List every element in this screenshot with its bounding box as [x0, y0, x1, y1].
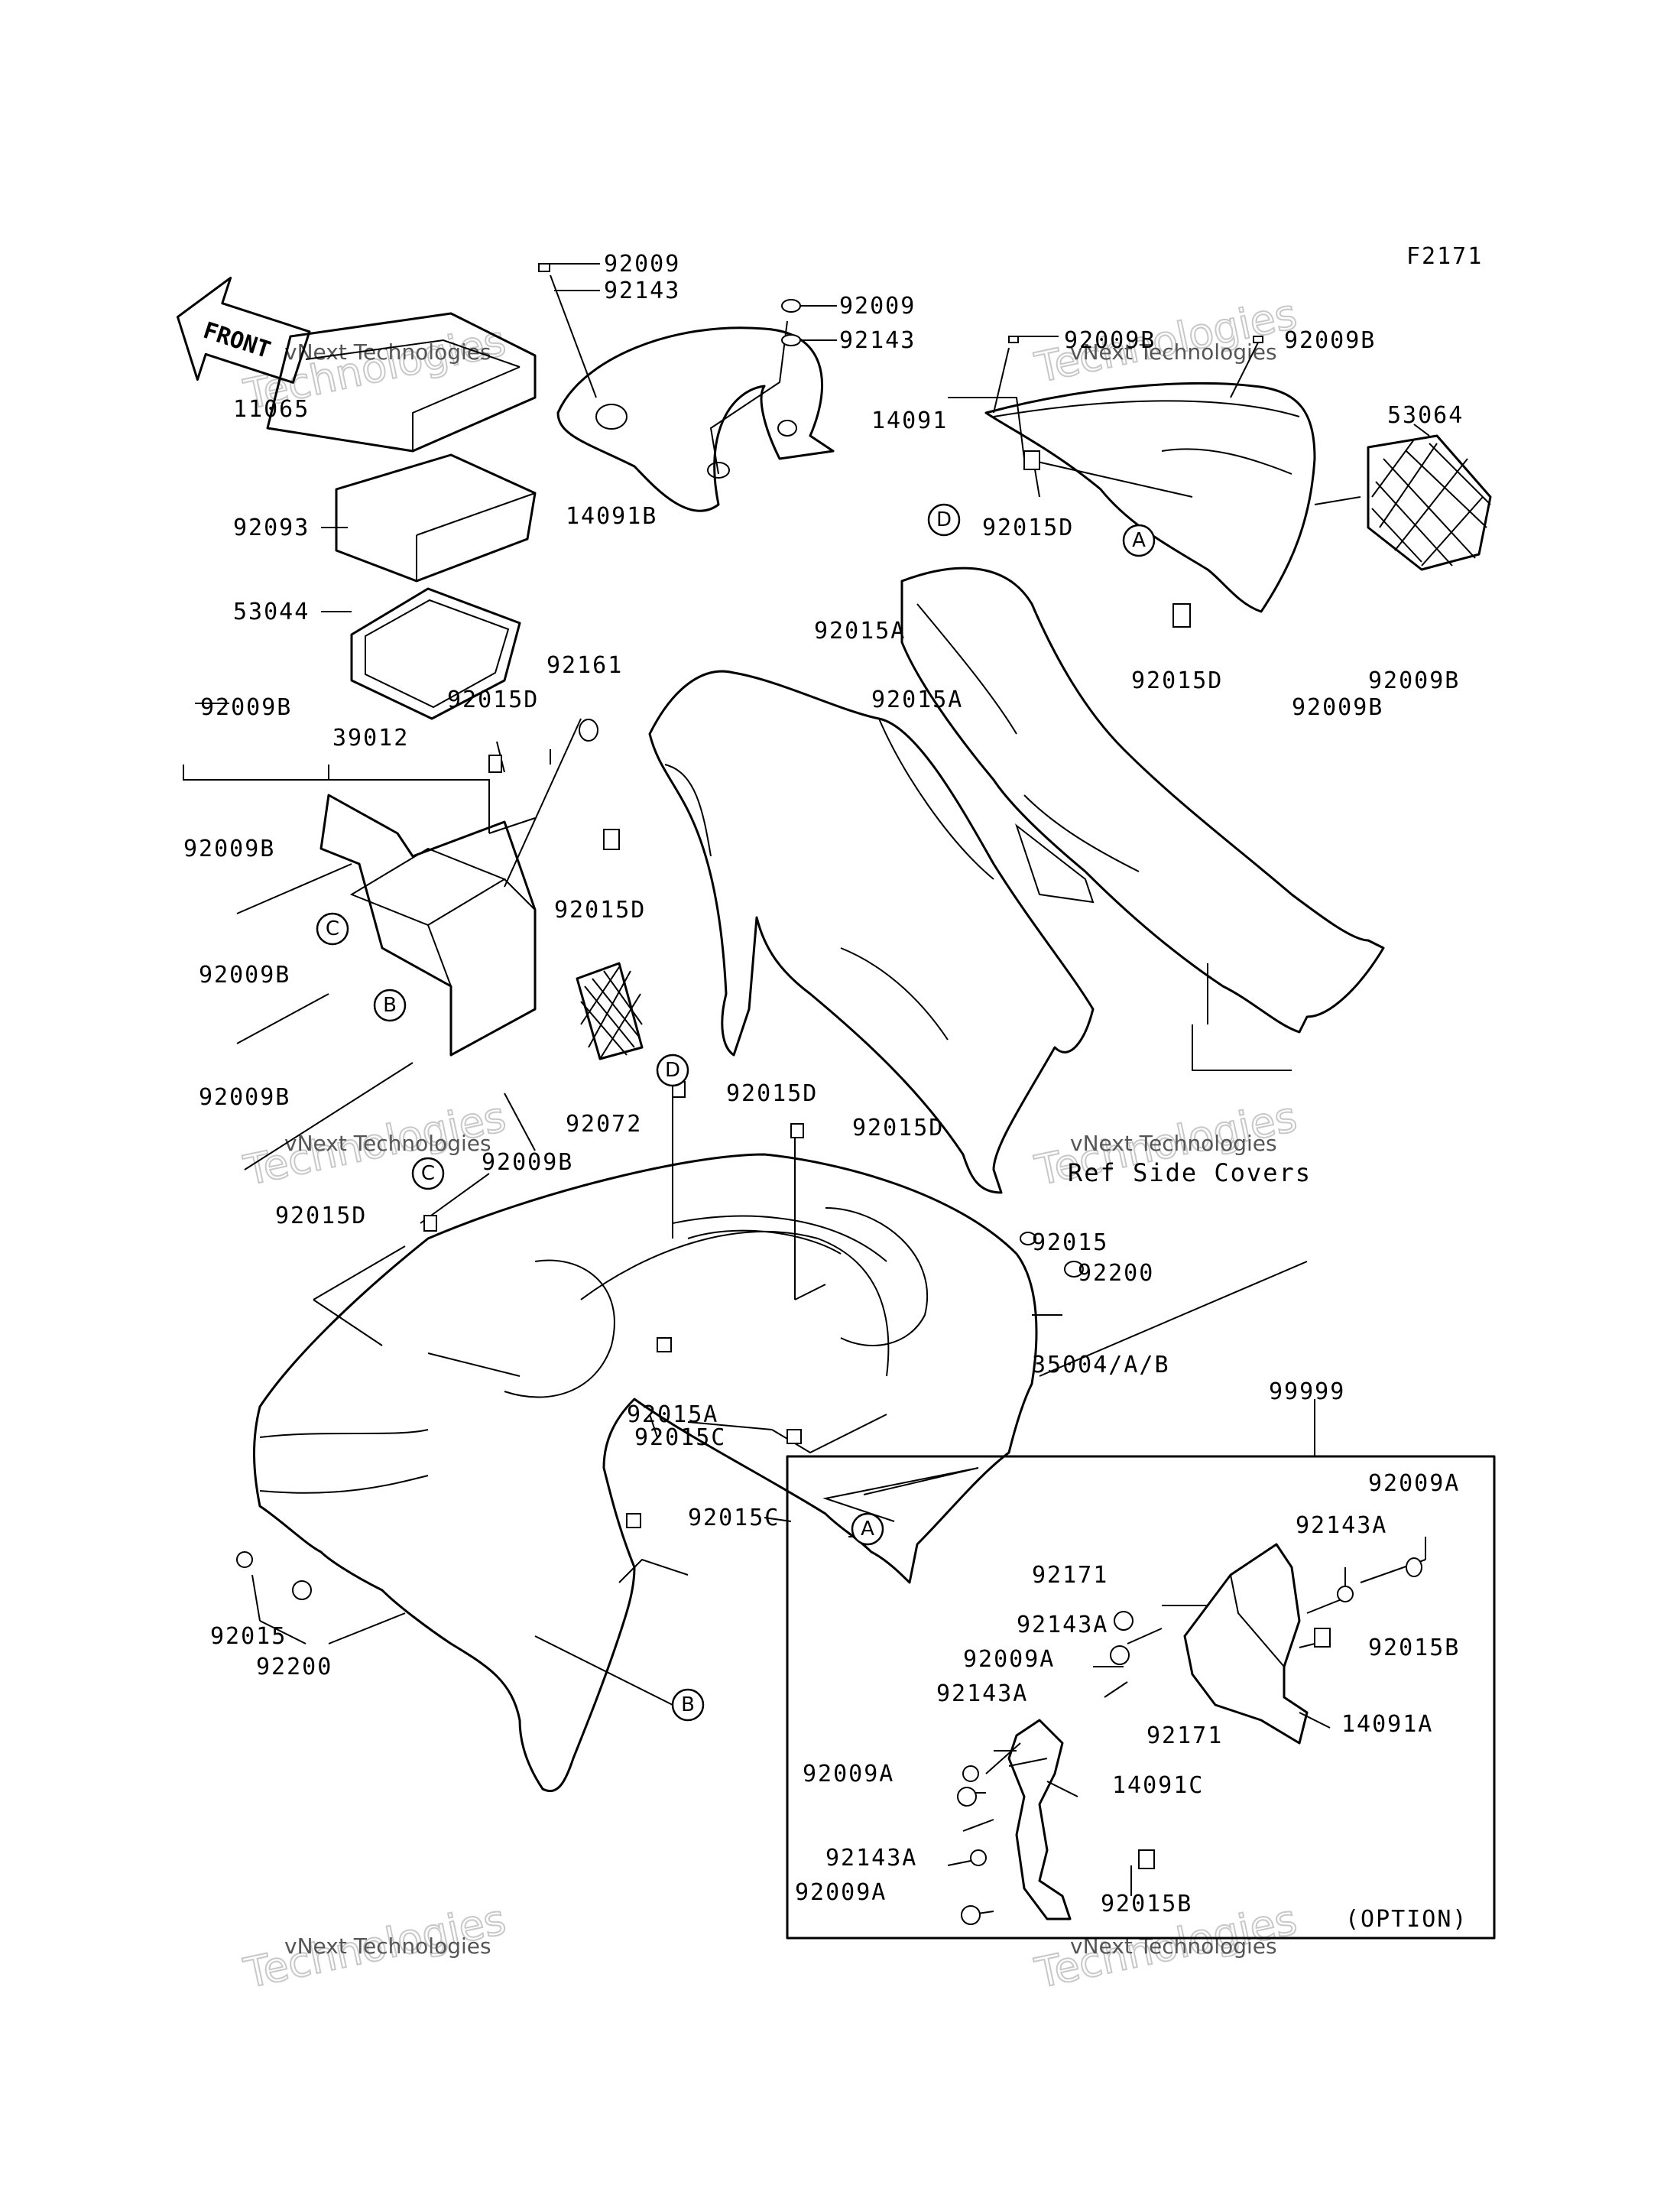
box-39012 — [319, 794, 537, 1057]
part-label: 92009B — [199, 1084, 290, 1111]
panel-14091 — [984, 381, 1316, 613]
panel-14091c — [1007, 1719, 1072, 1920]
callout-letter: A — [1132, 529, 1146, 552]
watermark: vNext Technologies — [284, 1131, 491, 1156]
vent-53064 — [1367, 434, 1492, 571]
part-label: 92009 — [604, 251, 680, 278]
callout-letter: C — [421, 1162, 435, 1185]
part-label: 11065 — [233, 396, 310, 423]
part-label: 92015A — [814, 618, 906, 644]
side-panel-center — [648, 670, 1095, 1194]
part-label: 92200 — [256, 1654, 332, 1680]
part-label: 92015D — [554, 897, 646, 924]
callout-d: D — [927, 503, 961, 537]
part-label: 14091B — [566, 503, 657, 530]
callouts: D A C B D C A B — [316, 503, 1156, 1722]
callout-letter: C — [326, 917, 339, 940]
part-label: 53044 — [233, 599, 310, 625]
figure-code: F2171 — [1406, 243, 1483, 270]
callout-letter: B — [681, 1693, 695, 1716]
part-label: 92143A — [936, 1680, 1028, 1707]
part-label: 92093 — [233, 515, 310, 541]
part-label: 92171 — [1032, 1562, 1108, 1589]
callout-letter: D — [936, 508, 952, 531]
part-label: 92009B — [199, 962, 290, 989]
part-label: 92143A — [825, 1845, 917, 1872]
part-label: 92015B — [1368, 1635, 1460, 1661]
part-label: 92171 — [1146, 1722, 1223, 1749]
part-label: 92009B — [183, 836, 275, 862]
callout-letter: A — [861, 1518, 874, 1541]
callout-letter: B — [383, 994, 397, 1017]
part-label: 92200 — [1078, 1260, 1154, 1287]
part-label: 92143A — [1017, 1612, 1108, 1638]
part-label: 53064 — [1387, 402, 1464, 429]
part-label: 92015 — [1032, 1229, 1108, 1256]
filter-92093 — [335, 453, 537, 583]
ref-side-covers-label: Ref Side Covers — [1068, 1158, 1312, 1187]
part-label: 14091C — [1112, 1772, 1204, 1799]
side-cover-right — [900, 567, 1385, 1034]
vent-92072 — [576, 962, 644, 1060]
part-label: 14091A — [1341, 1711, 1433, 1738]
callout-a: A — [851, 1512, 884, 1546]
lid-11065 — [266, 312, 537, 453]
part-label: 14091 — [871, 407, 948, 434]
part-label: 92015D — [447, 687, 539, 713]
part-label: 92143 — [604, 278, 680, 304]
part-label: 92161 — [546, 652, 623, 679]
part-label: 92009B — [1292, 694, 1383, 721]
part-label: 92015C — [688, 1505, 780, 1531]
part-label: 92015D — [726, 1080, 818, 1107]
callout-d: D — [656, 1054, 689, 1087]
part-label: 92009B — [200, 694, 292, 721]
part-label: 92009A — [1368, 1470, 1460, 1497]
part-label: 92009B — [1284, 327, 1376, 354]
option-box — [786, 1455, 1496, 1940]
part-label: 92015 — [210, 1623, 287, 1650]
part-label: 92009A — [795, 1879, 887, 1906]
part-label: 92009B — [1064, 327, 1156, 354]
part-label: 92015D — [275, 1203, 367, 1229]
part-label: 92015A — [871, 687, 963, 713]
part-label: 99999 — [1269, 1378, 1345, 1405]
part-label: 92015A — [627, 1401, 718, 1428]
panel-14091a — [1183, 1543, 1309, 1745]
part-label: 92009A — [963, 1646, 1055, 1673]
fastener-marks — [236, 263, 1422, 1925]
callout-c: C — [316, 912, 349, 946]
callout-c: C — [411, 1157, 445, 1190]
callout-a: A — [1122, 524, 1156, 557]
callout-letter: D — [665, 1059, 680, 1082]
part-label: 92015B — [1101, 1891, 1192, 1917]
callout-b: B — [671, 1688, 705, 1722]
part-label: 92009A — [803, 1761, 894, 1787]
callout-b: B — [373, 989, 407, 1022]
part-label: 92015D — [852, 1115, 944, 1141]
part-label: 92143 — [839, 327, 916, 354]
watermark: vNext Technologies — [1070, 1131, 1277, 1156]
panel-14091b — [556, 326, 835, 512]
part-label: 92015D — [1131, 667, 1223, 694]
seal-53044 — [350, 587, 521, 720]
part-label: 92009B — [482, 1149, 573, 1176]
leader-lines — [183, 263, 1430, 1916]
part-label: 92015C — [634, 1424, 726, 1451]
part-label: 92009B — [1368, 667, 1460, 694]
option-label: (OPTION) — [1345, 1906, 1468, 1933]
part-label: 39012 — [332, 725, 409, 752]
watermark: vNext Technologies — [1070, 339, 1277, 365]
part-label: 35004/A/B — [1032, 1352, 1170, 1378]
part-label: 92015D — [982, 515, 1074, 541]
part-label: 92072 — [566, 1111, 642, 1138]
watermark: vNext Technologies — [284, 339, 491, 365]
part-label: 92143A — [1296, 1512, 1387, 1539]
watermark: vNext Technologies — [284, 1933, 491, 1959]
part-label: 92009 — [839, 293, 916, 320]
rear-fender — [253, 1153, 1038, 1792]
part-labels: 92009 92143 92009 92143 92009B 92009B 11… — [183, 251, 1464, 1917]
